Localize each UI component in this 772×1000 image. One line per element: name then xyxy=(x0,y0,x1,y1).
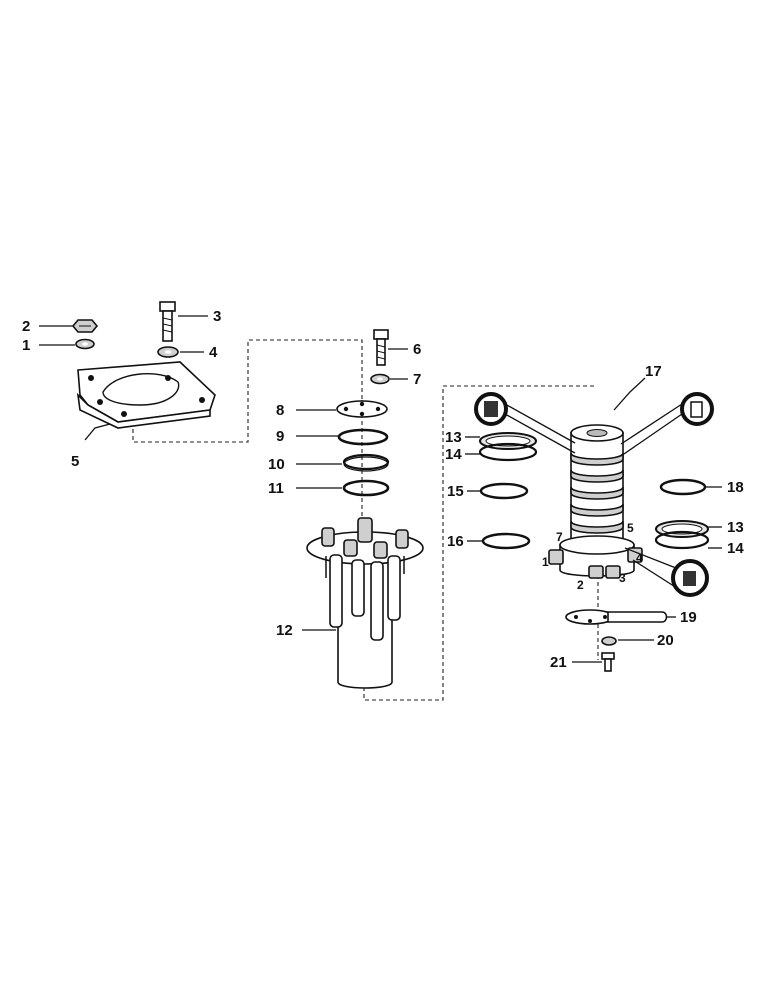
callout-9: 9 xyxy=(276,428,284,445)
part-lock-washer-4 xyxy=(157,346,179,358)
port-label-4: 4 xyxy=(636,551,643,565)
callout-3: 3 xyxy=(213,308,221,325)
part-ring-18 xyxy=(659,478,707,496)
part-mounting-plate xyxy=(76,361,216,429)
part-bolt-3 xyxy=(159,301,176,342)
part-flange-19 xyxy=(565,609,668,625)
part-seal-14-left xyxy=(478,442,538,462)
callout-21: 21 xyxy=(550,654,567,671)
callout-5: 5 xyxy=(71,453,79,470)
detail-callout-circles xyxy=(474,392,714,597)
port-label-5: 5 xyxy=(627,521,634,535)
callout-2: 2 xyxy=(22,318,30,335)
port-label-3: 3 xyxy=(619,571,626,585)
callout-8: 8 xyxy=(276,402,284,419)
part-swivel-spool xyxy=(548,424,643,579)
callout-11: 11 xyxy=(268,480,284,497)
assembly-dashed-lines xyxy=(132,339,599,701)
callout-1: 1 xyxy=(22,337,30,354)
part-ring-16 xyxy=(481,532,531,550)
leader-lines xyxy=(39,315,722,663)
part-retainer-plate xyxy=(336,400,388,418)
part-lock-washer-7 xyxy=(370,373,390,385)
part-ring-9 xyxy=(337,428,389,446)
callout-18: 18 xyxy=(727,479,744,496)
part-bolt-21 xyxy=(601,652,615,672)
part-swivel-body xyxy=(306,517,424,689)
part-bolt-6 xyxy=(373,329,389,366)
callout-13-right: 13 xyxy=(727,519,744,536)
callout-10: 10 xyxy=(268,456,285,473)
callout-12: 12 xyxy=(276,622,293,639)
part-seal-14-right xyxy=(654,530,710,550)
part-washer-20 xyxy=(601,636,617,646)
callout-13-left: 13 xyxy=(445,429,462,446)
callout-17: 17 xyxy=(645,363,662,380)
callout-15: 15 xyxy=(447,483,464,500)
callout-7: 7 xyxy=(413,371,421,388)
callout-19: 19 xyxy=(680,609,697,626)
callout-14-left: 14 xyxy=(445,446,462,463)
part-nut xyxy=(71,319,99,333)
callout-labels: 2 1 3 4 5 6 7 8 9 10 11 12 13 14 15 16 1… xyxy=(22,308,744,671)
part-ring-10 xyxy=(342,453,390,472)
port-label-2: 2 xyxy=(577,578,584,592)
port-label-7: 7 xyxy=(556,530,563,544)
part-lock-washer-1 xyxy=(75,338,95,350)
callout-20: 20 xyxy=(657,632,674,649)
part-ring-15 xyxy=(479,482,529,500)
callout-16: 16 xyxy=(447,533,464,550)
callout-6: 6 xyxy=(413,341,421,358)
callout-14-right: 14 xyxy=(727,540,744,557)
port-labels: 7 1 2 3 4 5 xyxy=(542,521,643,592)
part-ring-11 xyxy=(342,479,390,497)
callout-4: 4 xyxy=(209,344,218,361)
port-label-1: 1 xyxy=(542,555,549,569)
